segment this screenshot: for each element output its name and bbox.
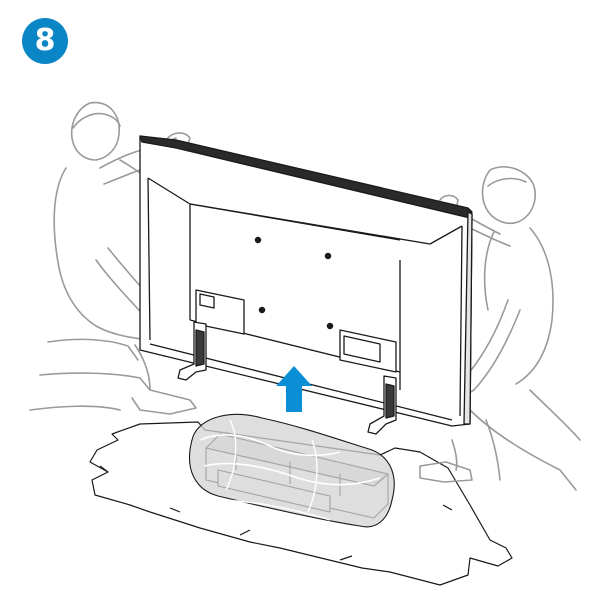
television	[139, 135, 473, 427]
step-number: 8	[34, 23, 56, 58]
tv-stand-feet	[177, 321, 397, 435]
step-number-badge: 8	[22, 18, 68, 64]
left-person	[29, 101, 197, 415]
arrow-up-icon	[276, 366, 312, 412]
stand-box-in-plastic-bag	[188, 413, 395, 528]
